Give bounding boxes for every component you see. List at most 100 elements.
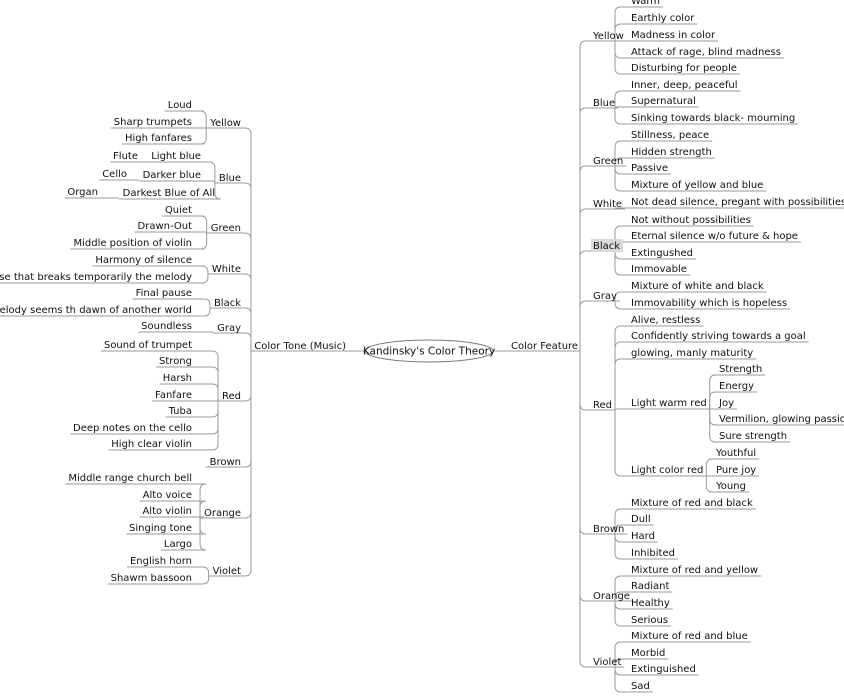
feature-brown-hard[interactable]: Hard [631,531,655,542]
feature-white[interactable]: White [593,199,622,210]
tone-white[interactable]: White [212,264,241,275]
tone-blue-cello[interactable]: Cello [102,169,127,180]
tone-white-harmony-of-silence[interactable]: Harmony of silence [95,255,192,266]
tone-red-sound-of-trumpet[interactable]: Sound of trumpet [104,340,192,351]
branch-color-feature[interactable]: Color Feature [511,341,578,352]
tone-red-fanfare[interactable]: Fanfare [155,390,192,401]
feature-red-light-color-red[interactable]: Light color red [631,465,703,476]
tone-orange-singing-tone[interactable]: Singing tone [129,523,192,534]
tone-brown[interactable]: Brown [210,457,241,468]
feature-orange-serious[interactable]: Serious [631,615,668,626]
tone-violet-shawm-bassoon[interactable]: Shawm bassoon [111,573,192,584]
feature-orange-mixture-of-red-and-yellow[interactable]: Mixture of red and yellow [631,565,758,576]
feature-violet-morbid[interactable]: Morbid [631,648,665,659]
feature-green[interactable]: Green [593,156,623,167]
feature-green-hidden-strength[interactable]: Hidden strength [631,147,712,158]
feature-brown-inhibited[interactable]: Inhibited [631,548,675,559]
tone-blue-organ[interactable]: Organ [67,187,98,198]
tone-blue-darker-blue[interactable]: Darker blue [143,170,201,181]
feature-orange[interactable]: Orange [593,591,630,602]
tone-blue-darkest-blue-of-all[interactable]: Darkest Blue of All [123,188,215,199]
feature-yellow-attack-of-rage-blind-madness[interactable]: Attack of rage, blind madness [631,47,781,58]
feature-yellow-warm[interactable]: Warm [631,0,660,7]
feature-black-eternal-silence-w-o-future-hope[interactable]: Eternal silence w/o future & hope [631,231,798,242]
tone-blue-light-blue[interactable]: Light blue [151,151,201,162]
feature-black-extingushed[interactable]: Extingushed [631,248,693,259]
feature-black-not-without-possibilities[interactable]: Not without possibilities [631,215,751,226]
tone-red-strong[interactable]: Strong [159,356,192,367]
feature-red-glowing-manly-maturity[interactable]: glowing, manly maturity [631,348,753,359]
feature-violet-sad[interactable]: Sad [631,681,650,692]
feature-red-light-warm-red-vermilion-glowing-passion[interactable]: Vermilion, glowing passion [719,414,844,425]
tone-orange-largo[interactable]: Largo [164,539,192,550]
feature-brown[interactable]: Brown [593,524,624,535]
tone-green-drawn-out[interactable]: Drawn-Out [138,221,193,232]
tone-yellow-loud[interactable]: Loud [168,100,192,111]
branch-color-tone-music[interactable]: Color Tone (Music) [254,341,346,352]
tone-black[interactable]: Black [214,298,241,309]
feature-violet-mixture-of-red-and-blue[interactable]: Mixture of red and blue [631,631,748,642]
tone-green-quiet[interactable]: Quiet [165,205,192,216]
feature-red-light-warm-red-sure-strength[interactable]: Sure strength [719,431,787,442]
tone-green-middle-position-of-violin[interactable]: Middle position of violin [73,238,192,249]
feature-black[interactable]: Black [593,241,620,252]
tone-red-harsh[interactable]: Harsh [163,373,192,384]
feature-red-light-warm-red[interactable]: Light warm red [631,398,707,409]
tone-orange[interactable]: Orange [204,508,241,519]
tone-red[interactable]: Red [222,391,241,402]
root-node-shape[interactable] [364,339,494,363]
feature-red[interactable]: Red [593,400,612,411]
tone-blue-flute[interactable]: Flute [113,151,138,162]
tone-gray[interactable]: Gray [217,323,241,334]
feature-red-alive-restless[interactable]: Alive, restless [631,315,700,326]
tone-yellow-high-fanfares[interactable]: High fanfares [125,133,192,144]
feature-blue-supernatural[interactable]: Supernatural [631,96,696,107]
feature-yellow-madness-in-color[interactable]: Madness in color [631,30,716,41]
feature-blue[interactable]: Blue [593,98,615,109]
tone-black-final-pause[interactable]: Final pause [136,288,192,299]
feature-green-mixture-of-yellow-and-blue[interactable]: Mixture of yellow and blue [631,180,763,191]
feature-red-light-color-red-pure-joy[interactable]: Pure joy [716,465,756,476]
feature-green-passive[interactable]: Passive [631,163,668,174]
feature-red-light-color-red-young[interactable]: Young [715,481,746,492]
feature-red-light-color-red-youthful[interactable]: Youthful [715,448,756,459]
tone-yellow[interactable]: Yellow [209,118,241,129]
tone-yellow-sharp-trumpets[interactable]: Sharp trumpets [114,117,192,128]
tone-red-deep-notes-on-the-cello[interactable]: Deep notes on the cello [73,423,192,434]
feature-gray-mixture-of-white-and-black[interactable]: Mixture of white and black [631,281,764,292]
tone-orange-middle-range-church-bell[interactable]: Middle range church bell [68,473,192,484]
feature-brown-mixture-of-red-and-black[interactable]: Mixture of red and black [631,498,753,509]
feature-brown-dull[interactable]: Dull [631,514,651,525]
tone-gray-soundless[interactable]: Soundless [141,321,192,332]
tone-red-high-clear-violin[interactable]: High clear violin [111,439,192,450]
feature-red-confidently-striving-towards-a-goal[interactable]: Confidently striving towards a goal [631,331,806,342]
feature-green-stillness-peace[interactable]: Stillness, peace [631,130,709,141]
feature-red-light-warm-red-strength[interactable]: Strength [719,364,762,375]
tone-white-pause-that-breaks-temporarily-the-melody[interactable]: Pause that breaks temporarily the melody [0,272,192,283]
tone-orange-alto-voice[interactable]: Alto voice [143,490,192,501]
feature-violet[interactable]: Violet [593,657,621,668]
feature-orange-radiant[interactable]: Radiant [631,581,669,592]
tone-violet-english-horn[interactable]: English horn [130,556,192,567]
feature-black-immovable[interactable]: Immovable [631,264,687,275]
feature-yellow-earthly-color[interactable]: Earthly color [631,13,695,24]
feature-orange-healthy[interactable]: Healthy [631,598,670,609]
tone-red-tuba[interactable]: Tuba [168,406,192,417]
feature-blue-inner-deep-peaceful[interactable]: Inner, deep, peaceful [631,80,738,91]
feature-yellow[interactable]: Yellow [592,31,624,42]
tone-green[interactable]: Green [211,223,241,234]
tone-orange-alto-violin[interactable]: Alto violin [142,506,192,517]
feature-violet-extinguished[interactable]: Extinguished [631,664,696,675]
feature-red-light-warm-red-energy[interactable]: Energy [719,381,754,392]
tone-blue[interactable]: Blue [219,173,241,184]
feature-gray[interactable]: Gray [593,291,617,302]
feature-red-light-warm-red-joy[interactable]: Joy [718,398,734,409]
tone-black-melody-seems-th-dawn-of-another-world[interactable]: Melody seems th dawn of another world [0,305,192,316]
feature-white-not-dead-silence-pregant-with-possibilities[interactable]: Not dead silence, pregant with possibili… [631,197,844,208]
feature-yellow-disturbing-for-people[interactable]: Disturbing for people [631,63,737,74]
feature-gray-immovability-which-is-hopeless[interactable]: Immovability which is hopeless [631,298,787,309]
feature-blue-sinking-towards-black-mourning[interactable]: Sinking towards black- mourning [631,113,795,124]
connector-line [614,225,625,251]
tone-violet[interactable]: Violet [213,566,241,577]
root-node[interactable]: Kandinsky's Color Theory [363,346,495,358]
